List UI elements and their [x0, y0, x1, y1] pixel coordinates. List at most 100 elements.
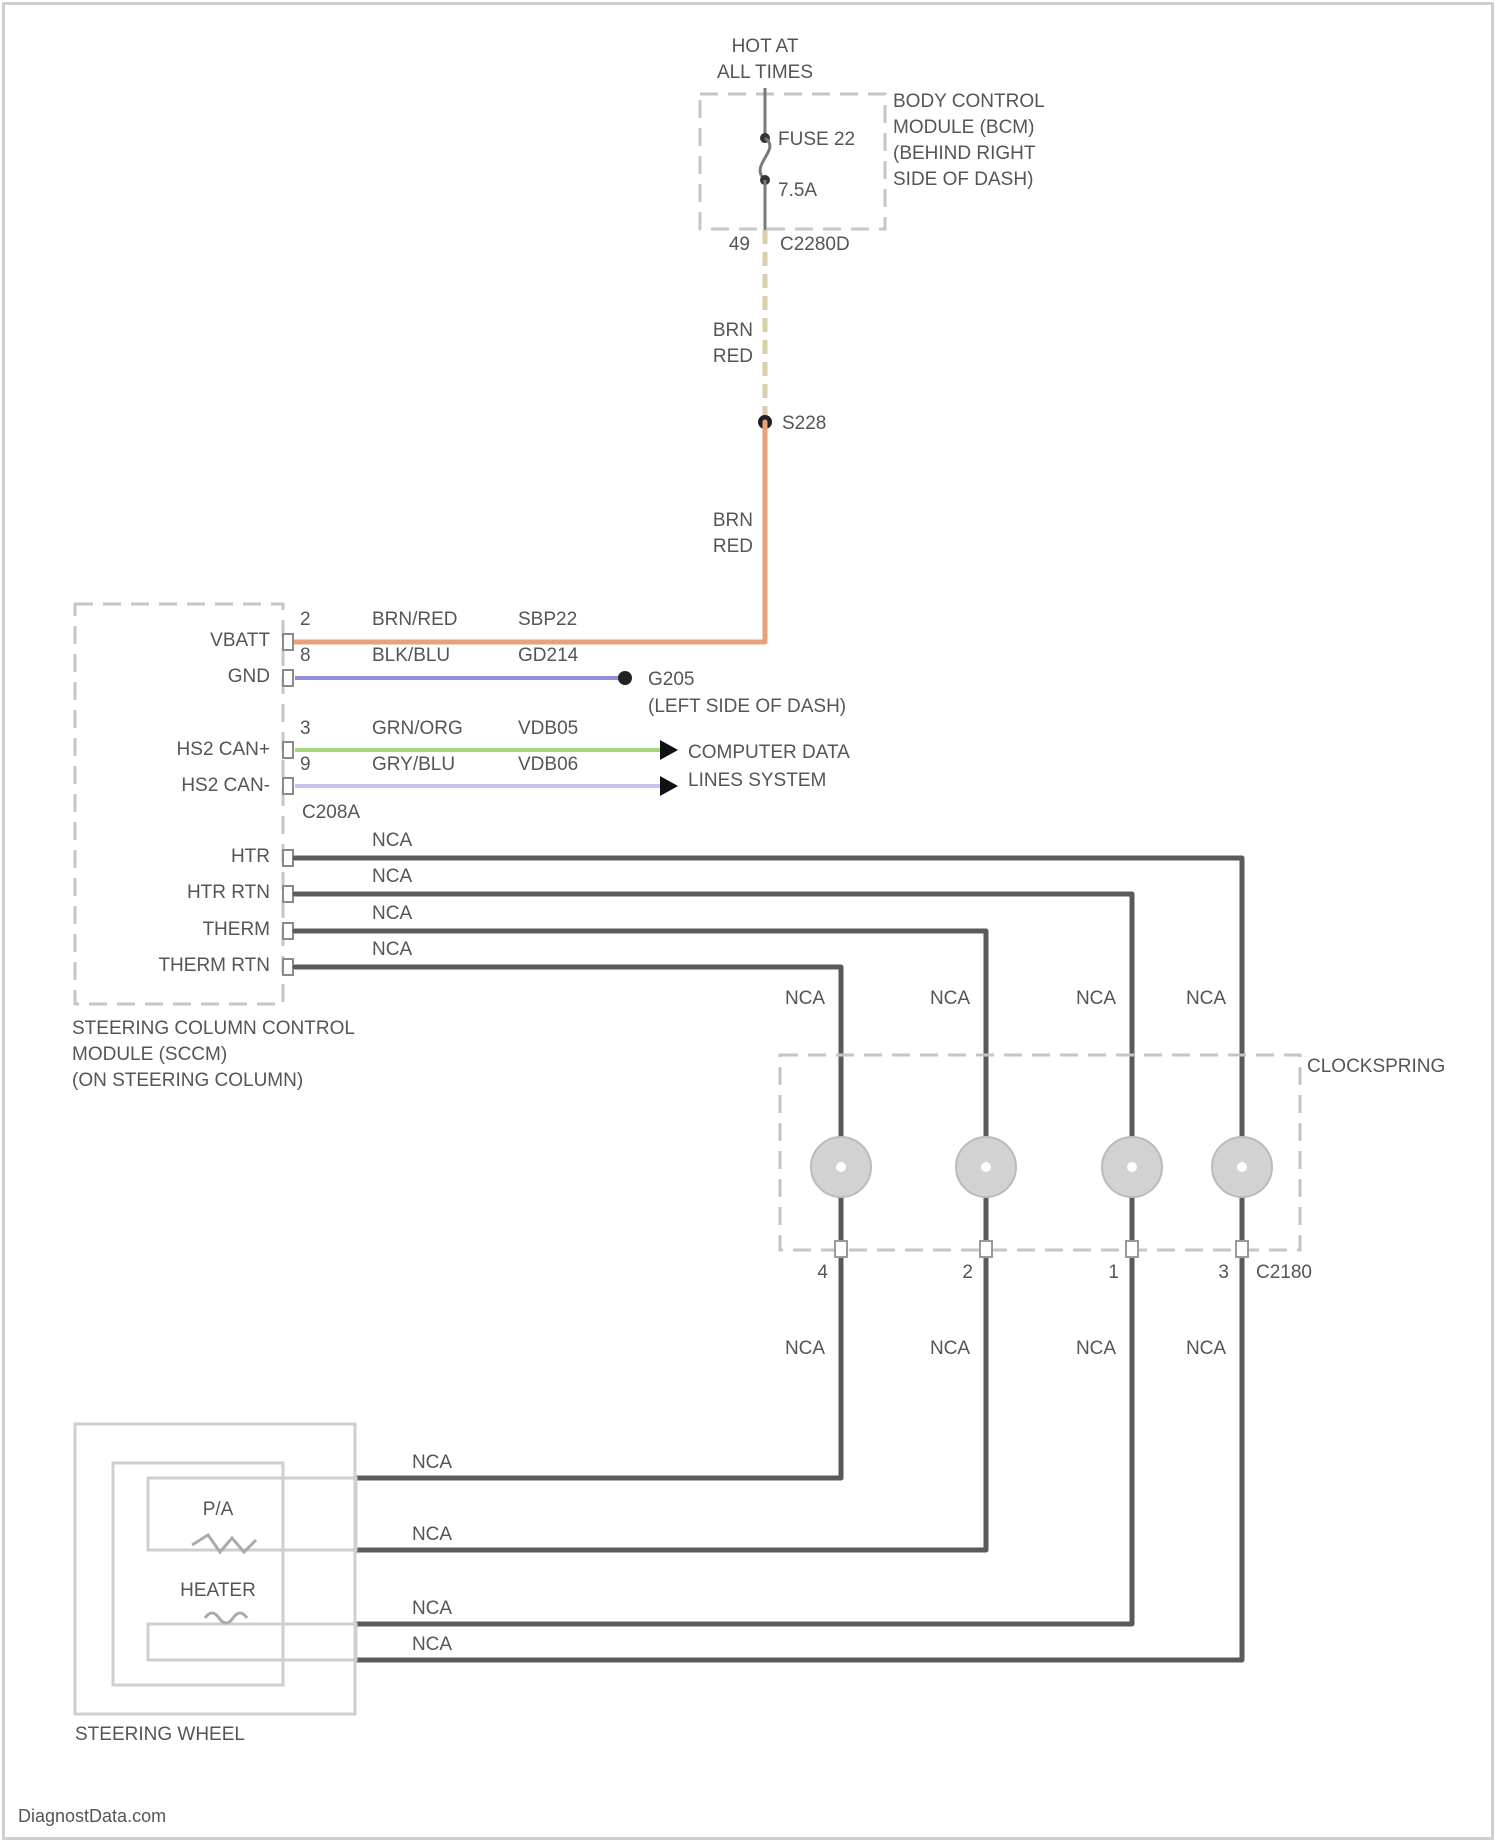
sccm-label-line3: (ON STEERING COLUMN)	[72, 1070, 303, 1091]
ground-dot	[618, 671, 632, 685]
clockspring-lower-label-2: NCA	[930, 1338, 970, 1359]
circuit-id: VDB05	[518, 718, 578, 739]
fuse-name: FUSE 22	[778, 129, 855, 150]
clockspring-label: CLOCKSPRING	[1307, 1056, 1445, 1077]
bcm-module-outline	[700, 94, 885, 229]
watermark: DiagnostData.com	[18, 1806, 166, 1826]
pin-terminal	[283, 742, 293, 758]
sccm-label-line2: MODULE (SCCM)	[72, 1044, 227, 1065]
pin-name: VBATT	[210, 630, 270, 651]
bcm-label-line2: MODULE (BCM)	[893, 117, 1034, 138]
sensor-label: P/A	[203, 1499, 234, 1520]
wire-color: BRN/RED	[372, 609, 458, 630]
hot-at-all-times-line2: ALL TIMES	[717, 62, 813, 83]
sccm-pin-therm: THERM NCA	[202, 903, 412, 940]
power-feed: BRN RED S228 BRN RED	[295, 230, 826, 642]
clockspring-coil-3	[1102, 1137, 1162, 1197]
pin-name: HTR	[231, 846, 270, 867]
bcm-label-line4: SIDE OF DASH)	[893, 169, 1033, 190]
splice-label: S228	[782, 413, 826, 434]
clockspring-pin-3: 1	[1108, 1262, 1119, 1283]
wire-color: NCA	[372, 903, 412, 924]
pin-name: HS2 CAN-	[181, 775, 270, 796]
therm-wire	[295, 931, 986, 1550]
bcm-connector-id: C2280D	[780, 234, 850, 255]
clockspring-coil-4	[1212, 1137, 1272, 1197]
clockspring-lower-label-3: NCA	[1076, 1338, 1116, 1359]
network-label-line1: COMPUTER DATA	[688, 742, 850, 763]
steering-wheel-inner	[113, 1463, 283, 1685]
heater-element-symbol	[205, 1613, 247, 1623]
sccm-connector-id: C208A	[302, 802, 360, 823]
heater-outline	[148, 1624, 356, 1660]
pin-name: THERM	[202, 919, 270, 940]
pin-number: 8	[300, 645, 311, 666]
wheel-wire-label-2: NCA	[412, 1524, 452, 1545]
sccm-pin-gnd: GND 8 BLK/BLU GD214	[228, 645, 632, 687]
sccm-pin-hs2-can-minus: HS2 CAN- 9 GRY/BLU VDB06	[181, 754, 678, 796]
feed-upper-color-line1: BRN	[713, 320, 753, 341]
clockspring-wire-label-3: NCA	[1076, 988, 1116, 1009]
pin-name: THERM RTN	[158, 955, 270, 976]
can-minus-arrow	[660, 776, 678, 796]
sensor-outline	[148, 1478, 356, 1550]
sccm-pin-therm-rtn: THERM RTN NCA	[158, 939, 412, 976]
circuit-id: VDB06	[518, 754, 578, 775]
steering-wheel-label: STEERING WHEEL	[75, 1724, 245, 1745]
steering-wheel-outer	[75, 1424, 355, 1714]
wire-color: GRY/BLU	[372, 754, 455, 775]
wire-color: BLK/BLU	[372, 645, 450, 666]
sccm-module-outline	[75, 604, 283, 1004]
can-plus-arrow	[660, 740, 678, 760]
clockspring-block: NCA NCA NCA NCA CLOCKSPRING 4 2	[780, 988, 1445, 1359]
circuit-id: GD214	[518, 645, 579, 666]
clockspring-lower-label-4: NCA	[1186, 1338, 1226, 1359]
pin-number: 2	[300, 609, 311, 630]
sccm-pin-htr-rtn: HTR RTN NCA	[187, 866, 412, 903]
pin-terminal	[283, 778, 293, 794]
hot-at-all-times-line1: HOT AT	[732, 36, 799, 57]
ground-location: (LEFT SIDE OF DASH)	[648, 696, 846, 717]
feed-lower-color-line2: RED	[713, 536, 753, 557]
bcm-block: HOT AT ALL TIMES BODY CONTROL MODULE (BC…	[700, 36, 1045, 255]
pin-name: HS2 CAN+	[177, 739, 270, 760]
sccm-label-line1: STEERING COLUMN CONTROL	[72, 1018, 355, 1039]
clockspring-wire-label-2: NCA	[930, 988, 970, 1009]
wire-color: NCA	[372, 866, 412, 887]
ground-label: G205	[648, 669, 694, 690]
therm-rtn-wire	[295, 967, 841, 1478]
wire-color: GRN/ORG	[372, 718, 463, 739]
bcm-label-line3: (BEHIND RIGHT	[893, 143, 1036, 164]
clockspring-wire-label-4: NCA	[1186, 988, 1226, 1009]
pin-terminal	[283, 959, 293, 975]
htr-rtn-wire	[295, 894, 1132, 1624]
fuse-rating: 7.5A	[778, 180, 817, 201]
clockspring-lower-label-1: NCA	[785, 1338, 825, 1359]
pin-terminal	[283, 886, 293, 902]
clockspring-wire-label-1: NCA	[785, 988, 825, 1009]
sccm-block: C208A STEERING COLUMN CONTROL MODULE (SC…	[72, 604, 850, 1091]
fuse-symbol	[760, 138, 770, 180]
heater-label: HEATER	[180, 1580, 256, 1601]
wire-color: NCA	[372, 939, 412, 960]
feed-lower-color-line1: BRN	[713, 510, 753, 531]
clockspring-connector-id: C2180	[1256, 1262, 1312, 1283]
wire-color: NCA	[372, 830, 412, 851]
network-label-line2: LINES SYSTEM	[688, 770, 826, 791]
steering-wheel-block: P/A HEATER NCA NCA NCA NCA STEERING WHEE…	[75, 1424, 452, 1745]
pin-terminal	[283, 634, 293, 650]
bcm-pin-number: 49	[729, 234, 750, 255]
wheel-wire-label-1: NCA	[412, 1452, 452, 1473]
wheel-wire-label-3: NCA	[412, 1598, 452, 1619]
clockspring-coil-2	[956, 1137, 1016, 1197]
wheel-wire-label-4: NCA	[412, 1634, 452, 1655]
pin-terminal	[283, 850, 293, 866]
pin-terminal	[283, 670, 293, 686]
pin-number: 9	[300, 754, 311, 775]
clockspring-coil-1	[811, 1137, 871, 1197]
circuit-id: SBP22	[518, 609, 577, 630]
pin-name: HTR RTN	[187, 882, 270, 903]
sccm-pin-htr: HTR NCA	[231, 830, 413, 867]
feed-upper-color-line2: RED	[713, 346, 753, 367]
